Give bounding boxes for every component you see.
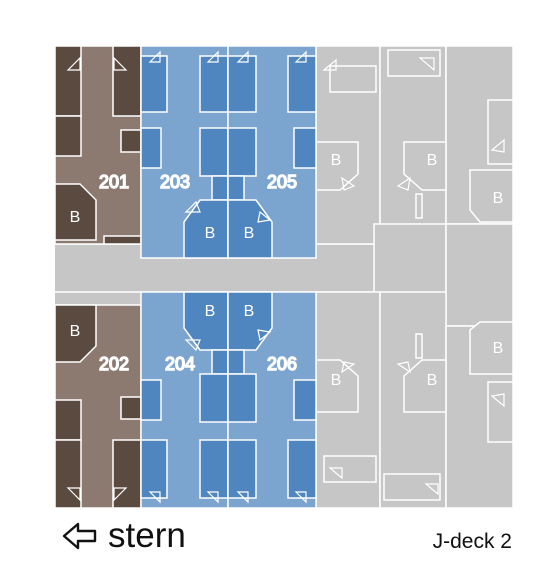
- cabin-204[interactable]: 204 B: [140, 291, 229, 509]
- cabin-205[interactable]: 205 B: [227, 45, 317, 259]
- bathroom-label: B: [427, 372, 438, 389]
- bathroom-label: B: [493, 340, 504, 357]
- door-swings: [66, 50, 505, 504]
- bathroom-label: B: [205, 225, 216, 242]
- gray-cabins: [315, 45, 514, 509]
- bathroom-label: B: [331, 372, 342, 389]
- cabin-201[interactable]: 201 B: [54, 45, 142, 245]
- cabin-number-205: 205: [267, 172, 297, 192]
- cabin-number-204: 204: [165, 354, 195, 374]
- deck-label: J-deck 2: [432, 530, 512, 553]
- cabin-206[interactable]: 206 B: [227, 291, 317, 509]
- cabin-number-203: 203: [160, 172, 190, 192]
- bathroom-label: B: [70, 323, 81, 340]
- gray-bath-labels: B B B B B B: [331, 152, 504, 389]
- cabin-202[interactable]: 202 B: [54, 304, 142, 509]
- bathroom-label: B: [493, 190, 504, 207]
- cabin-number-201: 201: [99, 172, 129, 192]
- cabin-203[interactable]: 203 B: [140, 45, 229, 259]
- cabin-number-206: 206: [267, 354, 297, 374]
- left-arrow-icon: [62, 522, 97, 550]
- cabin-number-202: 202: [99, 354, 129, 374]
- bathroom-label: B: [244, 303, 255, 320]
- bathroom-label: B: [427, 152, 438, 169]
- bathroom-label: B: [205, 303, 216, 320]
- bathroom-label: B: [331, 152, 342, 169]
- bathroom-label: B: [244, 225, 255, 242]
- bathroom-label: B: [70, 209, 81, 226]
- direction-label: stern: [108, 516, 186, 555]
